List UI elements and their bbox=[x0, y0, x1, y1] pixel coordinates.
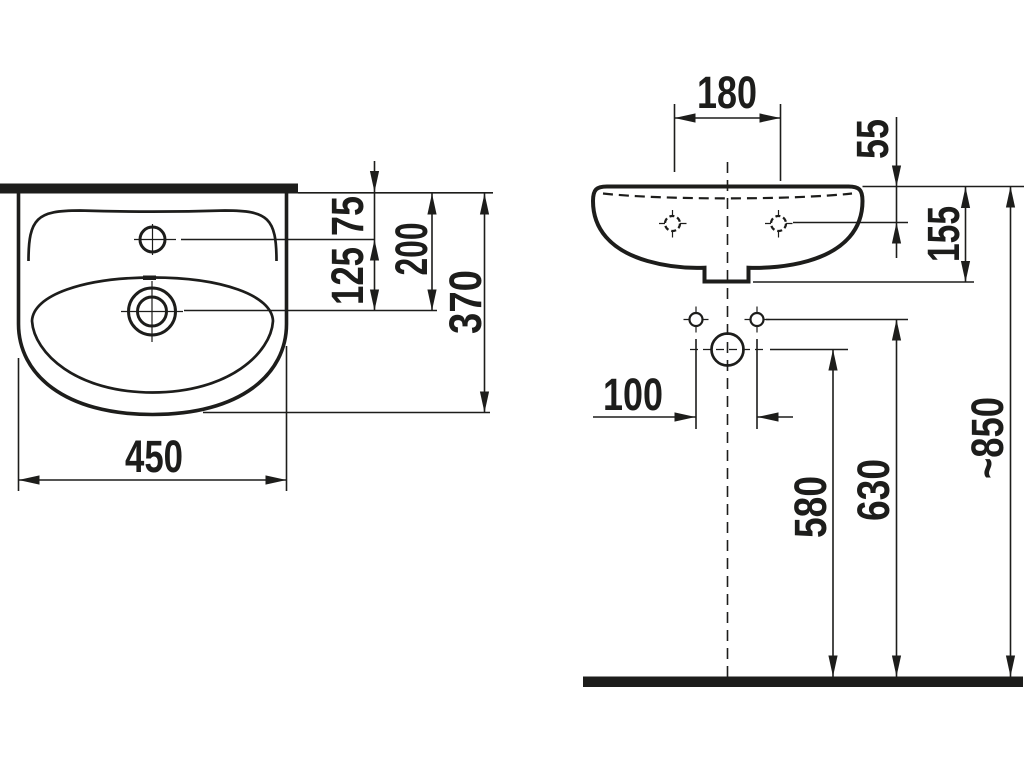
overflow-mark bbox=[143, 275, 156, 280]
arrowhead bbox=[891, 319, 902, 341]
arrowhead bbox=[427, 289, 437, 311]
arrowhead bbox=[479, 391, 490, 413]
arrowhead bbox=[960, 261, 971, 282]
arrowhead bbox=[674, 113, 696, 123]
dim-plan-depth: 370 bbox=[440, 270, 491, 334]
floor-line bbox=[583, 676, 1023, 687]
deck-fixing-hole-right bbox=[765, 210, 793, 238]
arrowhead bbox=[479, 193, 490, 215]
wall-hole-crossmark bbox=[683, 306, 709, 333]
dim-elev-floor-to-rim: ~850 bbox=[962, 397, 1013, 479]
deck-hole-circle bbox=[663, 214, 682, 233]
plan-inner-rim-line bbox=[27, 209, 278, 262]
plan-bowl-outline bbox=[30, 276, 275, 394]
plan-wall-section bbox=[0, 183, 298, 194]
arrowhead bbox=[757, 412, 779, 422]
deck-hole-circle bbox=[769, 214, 788, 233]
dim-plan-width: 450 bbox=[125, 431, 183, 482]
arrowhead bbox=[369, 171, 380, 192]
wall-fixing-hole-right bbox=[744, 306, 770, 333]
arrowhead bbox=[1005, 655, 1016, 677]
elevation-view: 180 55 155 100 580 630 ~850 bbox=[583, 67, 1024, 687]
wall-fixing-hole-left bbox=[683, 306, 709, 333]
arrowhead bbox=[828, 349, 838, 371]
arrowhead bbox=[891, 165, 902, 187]
dim-elev-fixing-hole-spacing: 100 bbox=[603, 369, 663, 420]
arrowhead bbox=[759, 113, 781, 123]
wall-hole-circle bbox=[688, 311, 704, 328]
arrowhead bbox=[674, 412, 696, 422]
arrowhead bbox=[960, 187, 971, 208]
elevation-basin-outline bbox=[590, 184, 865, 284]
arrowhead bbox=[1005, 186, 1016, 208]
arrowhead bbox=[891, 655, 902, 677]
arrowhead bbox=[369, 289, 380, 311]
dim-elev-deck-hole-spacing: 180 bbox=[697, 67, 757, 118]
dim-elev-floor-to-trap: 580 bbox=[785, 476, 836, 538]
arrowhead bbox=[369, 239, 380, 261]
plan-basin-outline bbox=[16, 193, 289, 417]
arrowhead bbox=[427, 193, 437, 215]
wall-hole-circle bbox=[749, 311, 765, 328]
arrowhead bbox=[891, 222, 902, 244]
arrowhead bbox=[265, 475, 287, 485]
dim-elev-floor-to-fixings: 630 bbox=[848, 459, 899, 521]
dim-plan-wall-to-drain: 200 bbox=[386, 223, 437, 276]
deck-fixing-hole-left bbox=[659, 210, 687, 238]
elevation-rim-hidden-line bbox=[602, 192, 853, 200]
wall-hole-crossmark bbox=[744, 306, 770, 333]
plan-view: 450 75 125 200 370 bbox=[0, 161, 493, 491]
arrowhead bbox=[828, 655, 838, 677]
dim-elev-rim-to-deck-holes: 55 bbox=[847, 119, 898, 159]
dim-plan-wall-to-tap: 75 bbox=[322, 196, 373, 236]
dim-elev-rim-to-outlet: 155 bbox=[918, 206, 969, 262]
deck-hole-crossmark bbox=[659, 210, 687, 238]
arrowhead bbox=[18, 475, 40, 485]
deck-hole-crossmark bbox=[765, 210, 793, 238]
dim-plan-tap-to-drain: 125 bbox=[322, 247, 373, 305]
